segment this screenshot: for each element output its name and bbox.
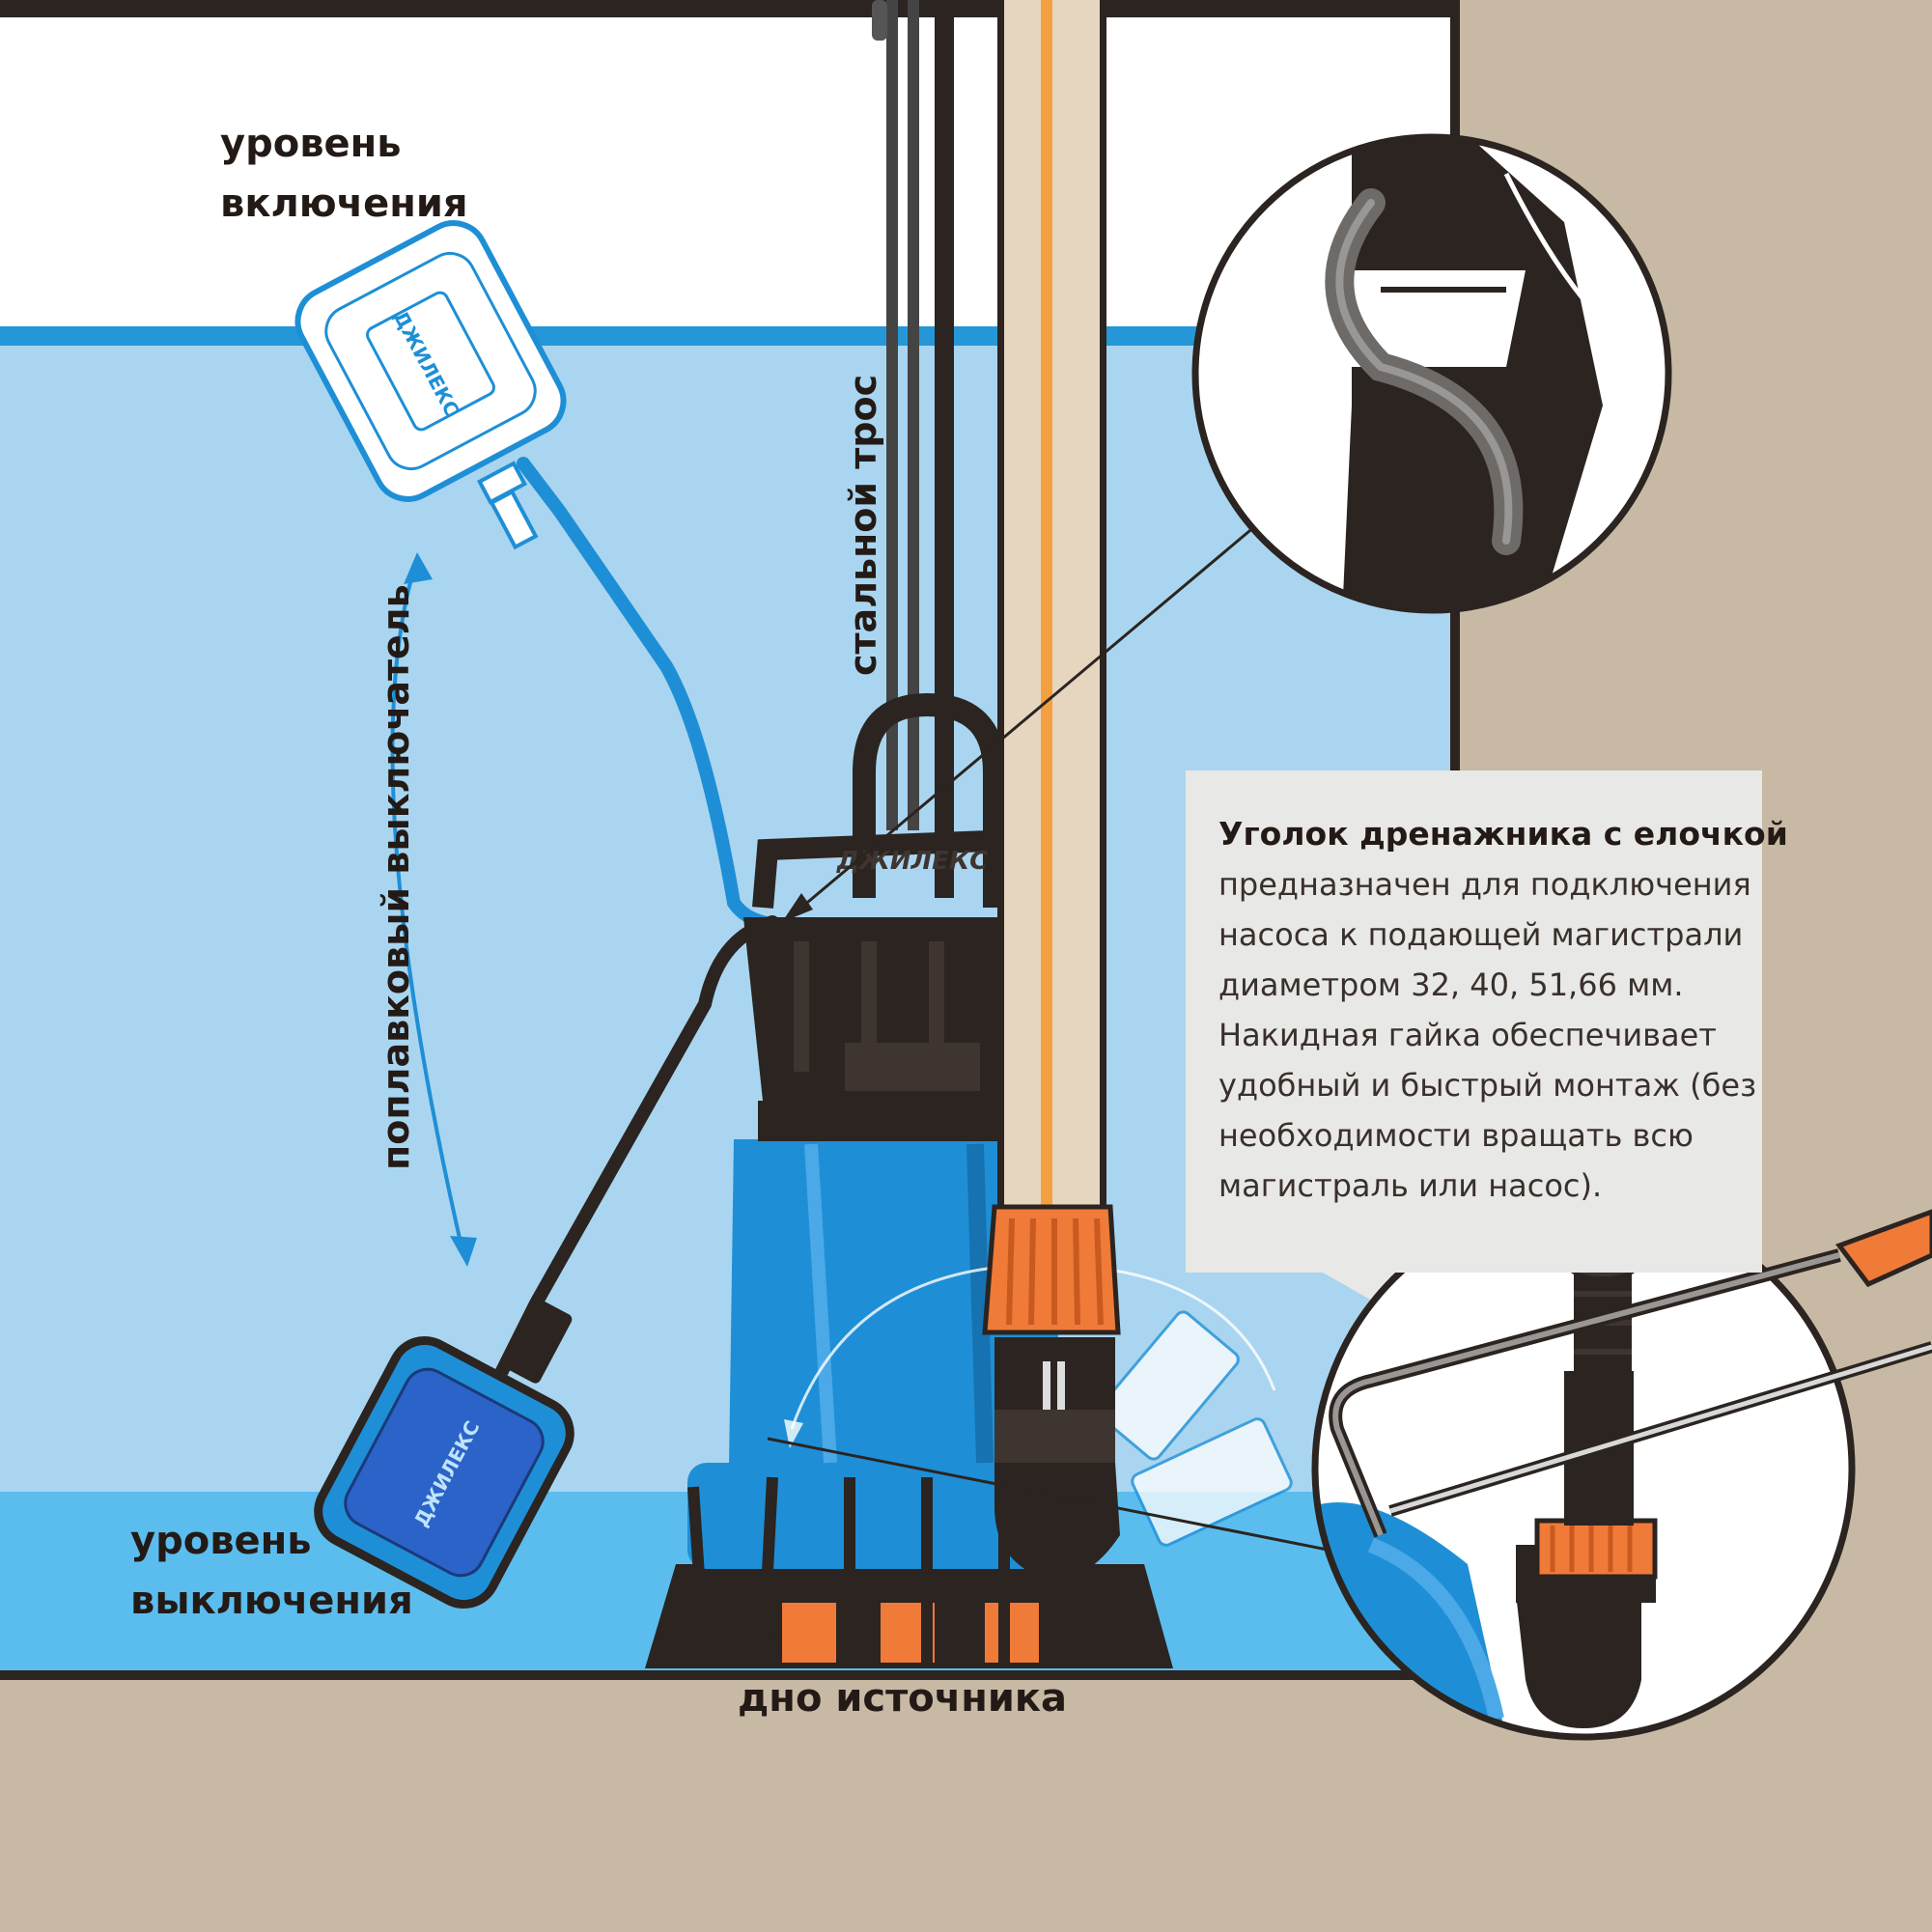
info-line: магистраль или насос). — [1218, 1167, 1603, 1204]
off-level-label-line1: уровень — [130, 1519, 312, 1563]
float-switch-label: поплавковый выключатель — [375, 584, 417, 1170]
pump-brand: ДЖИЛЕКС — [836, 847, 988, 876]
on-level-label-line1: уровень — [220, 122, 402, 166]
info-title: Уголок дренажника с елочкой — [1218, 815, 1788, 853]
source-bottom-line — [0, 1670, 1460, 1680]
info-line: необходимости вращать всю — [1218, 1117, 1694, 1154]
info-line: Накидная гайка обеспечивает — [1218, 1017, 1717, 1053]
callout-line-top-arrowhead — [782, 893, 813, 922]
callout-line-top — [789, 524, 1256, 919]
info-line: насоса к подающей магистрали — [1218, 916, 1744, 953]
float-switch-lower: ДЖИЛЕКС — [314, 915, 779, 1610]
drainage-pump: ДЖИЛЕКС — [645, 828, 1173, 1668]
info-line: диаметром 32, 40, 51,66 мм. — [1218, 966, 1684, 1003]
pump-handle — [853, 692, 1006, 908]
elbow-fitting — [982, 1204, 1121, 1579]
air-space — [0, 14, 1453, 330]
hacksaw — [1329, 1209, 1932, 1538]
ghost-fitting-positions — [1097, 1310, 1293, 1547]
zoom-detail-handle — [1191, 133, 1672, 614]
float-swing-arrow — [390, 552, 477, 1267]
info-line: удобный и быстрый монтаж (без — [1218, 1067, 1757, 1104]
info-line: предназначен для подключения — [1218, 866, 1751, 903]
rotation-arc-arrowhead — [784, 1419, 803, 1448]
float-switch-upper: ДЖИЛЕКС — [294, 220, 770, 929]
callout-line-bottom — [767, 1437, 1353, 1556]
on-level-label-line2: включения — [220, 182, 468, 226]
delivery-pipe — [997, 0, 1106, 1207]
tank-top-rim — [0, 0, 1458, 17]
source-bottom-label: дно источника — [738, 1676, 1068, 1721]
info-callout: Уголок дренажника с елочкой предназначен… — [1186, 770, 1788, 1273]
off-level-label-line2: выключения — [130, 1579, 413, 1623]
steel-cable — [872, 0, 954, 898]
off-level-label: уровень выключения — [130, 1511, 413, 1631]
on-level-label: уровень включения — [220, 114, 468, 234]
steel-cable-label: стальной трос — [842, 374, 884, 676]
